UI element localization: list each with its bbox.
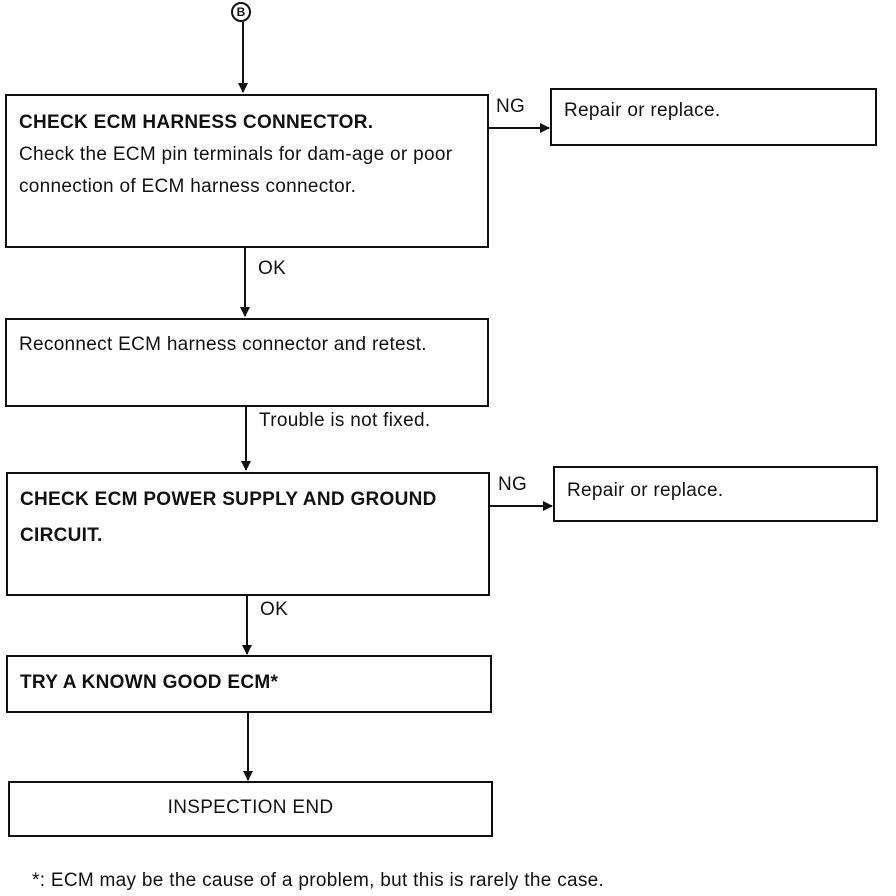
try-ecm-box: TRY A KNOWN GOOD ECM* — [6, 655, 492, 713]
trouble-label: Trouble is not fixed. — [259, 410, 431, 431]
repair-box-2: Repair or replace. — [553, 466, 878, 522]
footnote: *: ECM may be the cause of a problem, bu… — [32, 870, 605, 891]
ok-label-2: OK — [260, 599, 289, 620]
check-power-heading: CHECK ECM POWER SUPPLY AND GROUND CIRCUI… — [20, 489, 437, 546]
check-harness-heading: CHECK ECM HARNESS CONNECTOR. — [19, 112, 374, 133]
repair-text-2: Repair or replace. — [567, 480, 724, 501]
inspection-end-text: INSPECTION END — [167, 797, 334, 818]
try-ecm-heading: TRY A KNOWN GOOD ECM* — [20, 672, 279, 693]
inspection-end-box: INSPECTION END — [8, 781, 493, 837]
check-power-box: CHECK ECM POWER SUPPLY AND GROUND CIRCUI… — [6, 472, 490, 596]
repair-box-1: Repair or replace. — [550, 88, 877, 146]
check-harness-box: CHECK ECM HARNESS CONNECTOR. Check the E… — [5, 94, 489, 248]
repair-text-1: Repair or replace. — [564, 100, 721, 121]
entry-connector-circle: B — [231, 2, 251, 22]
ng-label-2: NG — [498, 474, 528, 495]
reconnect-box: Reconnect ECM harness connector and rete… — [5, 318, 489, 407]
ng-label-1: NG — [496, 96, 526, 117]
reconnect-text: Reconnect ECM harness connector and rete… — [19, 334, 427, 355]
ok-label-1: OK — [258, 258, 287, 279]
check-harness-body: Check the ECM pin terminals for dam-age … — [19, 144, 453, 197]
